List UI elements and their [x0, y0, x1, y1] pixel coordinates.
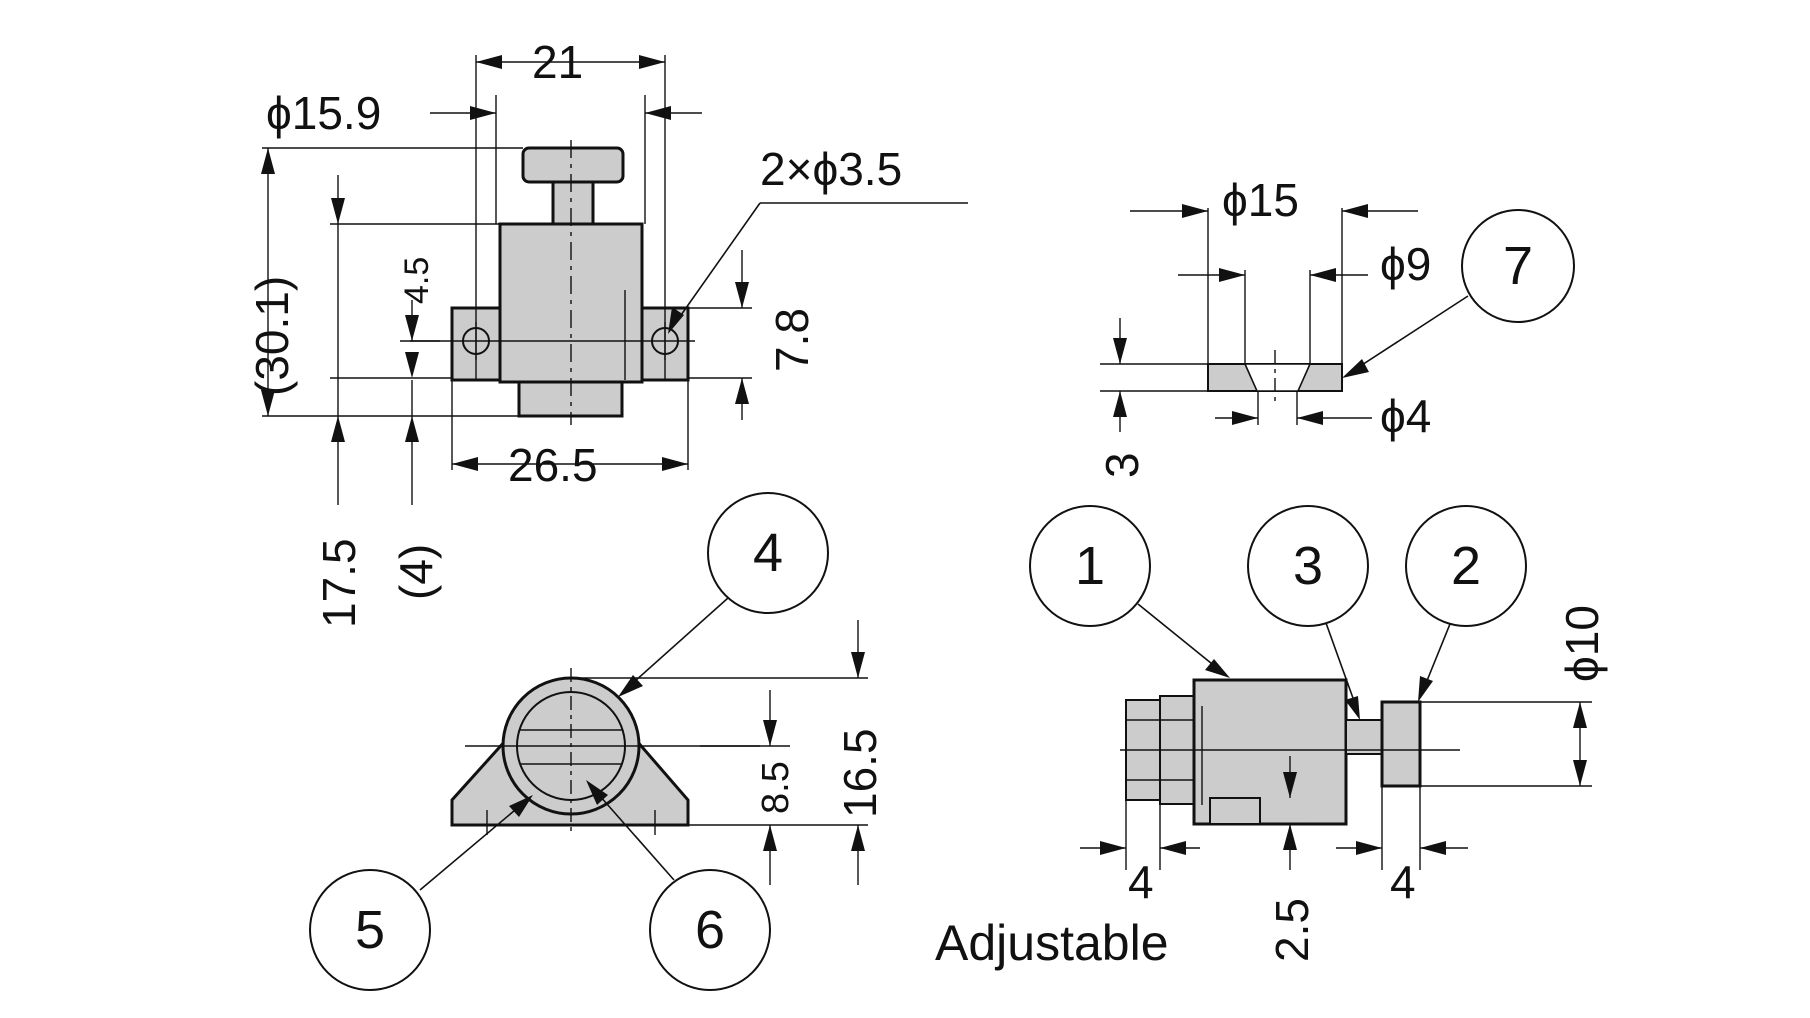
dim-2-5-label: 2.5: [1266, 898, 1318, 962]
dim-26-5-label: 26.5: [508, 439, 598, 491]
front-knob: [521, 146, 625, 184]
callout-1-label: 1: [1075, 536, 1105, 596]
callout-5: [309, 869, 431, 991]
side-view: 4 4 ϕ10 2.5 Adjustable 1 3 2: [935, 505, 1608, 971]
callout-5-label: 5: [355, 900, 385, 960]
callout-1: [1029, 505, 1151, 627]
dim-3-label: 3: [1096, 452, 1148, 478]
callout-4-label: 4: [753, 523, 783, 583]
dim-side-left-4-label: 4: [1128, 856, 1154, 908]
side-plunger: [1345, 719, 1383, 755]
callout-6: [649, 869, 771, 991]
callout-3: [1247, 505, 1369, 627]
dim-30-1-label: (30.1): [246, 276, 298, 396]
dim-dia-10-label: ϕ10: [1556, 605, 1608, 682]
dim-2x-dia-3-5-label: 2×ϕ3.5: [760, 143, 902, 195]
dim-17-5-label: 17.5: [313, 538, 365, 628]
callout-3-label: 3: [1293, 536, 1323, 596]
dim-dia-15-label: ϕ15: [1222, 174, 1299, 226]
dim-7-8-label: 7.8: [766, 308, 818, 372]
strike-view: ϕ15 ϕ9 ϕ4 3 7: [1096, 174, 1575, 478]
front-stem: [551, 180, 595, 226]
callout-2: [1405, 505, 1527, 627]
adjustable-label: Adjustable: [935, 915, 1169, 971]
callout-2-label: 2: [1451, 536, 1481, 596]
dim-dia-15-9-label: ϕ15.9: [266, 87, 381, 139]
end-view: 16.5 8.5 4 5 6: [309, 492, 886, 991]
callout-7: [1461, 209, 1575, 323]
dim-dia-4-label: ϕ4: [1380, 390, 1431, 442]
callout-7-label: 7: [1503, 236, 1533, 296]
side-tab: [1209, 797, 1261, 825]
dim-4-5-label: 4.5: [398, 257, 436, 304]
dim-4-paren-label: (4): [390, 544, 442, 600]
dim-21-label: 21: [532, 36, 583, 88]
dim-dia-9-label: ϕ9: [1380, 238, 1431, 290]
dim-side-right-4-label: 4: [1390, 856, 1416, 908]
side-knob: [1380, 700, 1422, 788]
dim-8-5-label: 8.5: [755, 761, 797, 814]
callout-6-label: 6: [695, 900, 725, 960]
front-view: 21 ϕ15.9 2×ϕ3.5 (30.1) 4.5 7.8 26.5: [246, 36, 968, 628]
callout-4: [707, 492, 829, 614]
dim-16-5-label: 16.5: [834, 728, 886, 818]
